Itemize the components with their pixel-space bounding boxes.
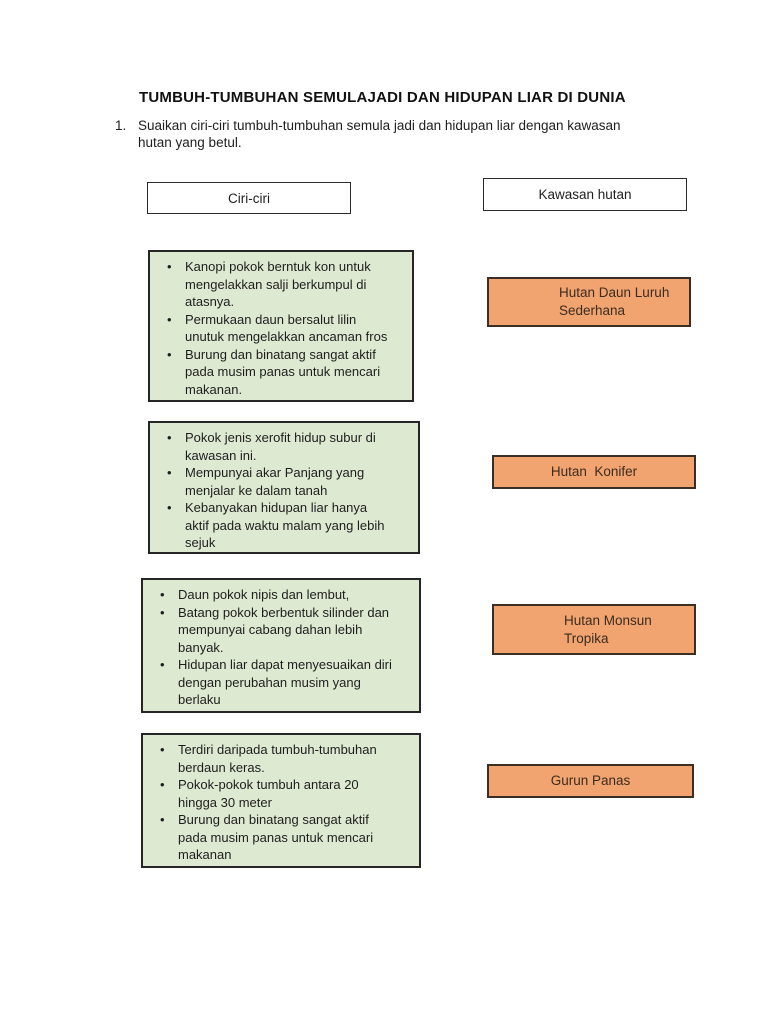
header-kawasan-hutan: Kawasan hutan	[483, 178, 687, 211]
bullet-list: Daun pokok nipis dan lembut, Batang poko…	[143, 580, 419, 709]
page-title: TUMBUH-TUMBUHAN SEMULAJADI DAN HIDUPAN L…	[139, 89, 626, 106]
question-text: Suaikan ciri-ciri tumbuh-tumbuhan semula…	[138, 118, 621, 150]
bullet-item: Pokok jenis xerofit hidup subur di kawas…	[166, 429, 416, 464]
bullet-list: Kanopi pokok berntuk kon untuk mengelakk…	[150, 252, 412, 398]
kawasan-box-hutan-daun-luruh-sederhana: Hutan Daun Luruh Sederhana	[487, 277, 691, 327]
bullet-item: Burung dan binatang sangat aktif pada mu…	[159, 811, 417, 864]
bullet-item: Burung dan binatang sangat aktif pada mu…	[166, 346, 410, 399]
kawasan-box-hutan-konifer: Hutan Konifer	[492, 455, 696, 489]
bullet-item: Kanopi pokok berntuk kon untuk mengelakk…	[166, 258, 410, 311]
bullet-item: Mempunyai akar Panjang yang menjalar ke …	[166, 464, 416, 499]
header-ciri-ciri: Ciri-ciri	[147, 182, 351, 214]
question: 1. Suaikan ciri-ciri tumbuh-tumbuhan sem…	[115, 117, 660, 151]
ciri-box-daun-luruh: Daun pokok nipis dan lembut, Batang poko…	[141, 578, 421, 713]
ciri-box-gurun: Pokok jenis xerofit hidup subur di kawas…	[148, 421, 420, 554]
question-number: 1.	[115, 118, 127, 133]
kawasan-box-hutan-monsun-tropika: Hutan Monsun Tropika	[492, 604, 696, 655]
bullet-item: Daun pokok nipis dan lembut,	[159, 586, 417, 604]
bullet-item: Terdiri daripada tumbuh-tumbuhan berdaun…	[159, 741, 417, 776]
bullet-item: Permukaan daun bersalut lilin unutuk men…	[166, 311, 410, 346]
bullet-list: Terdiri daripada tumbuh-tumbuhan berdaun…	[143, 735, 419, 864]
bullet-item: Batang pokok berbentuk silinder dan memp…	[159, 604, 417, 657]
bullet-item: Pokok-pokok tumbuh antara 20 hingga 30 m…	[159, 776, 417, 811]
bullet-item: Hidupan liar dapat menyesuaikan diri den…	[159, 656, 417, 709]
bullet-list: Pokok jenis xerofit hidup subur di kawas…	[150, 423, 418, 552]
ciri-box-monsun: Terdiri daripada tumbuh-tumbuhan berdaun…	[141, 733, 421, 868]
kawasan-box-gurun-panas: Gurun Panas	[487, 764, 694, 798]
ciri-box-konifer: Kanopi pokok berntuk kon untuk mengelakk…	[148, 250, 414, 402]
bullet-item: Kebanyakan hidupan liar hanya aktif pada…	[166, 499, 416, 552]
